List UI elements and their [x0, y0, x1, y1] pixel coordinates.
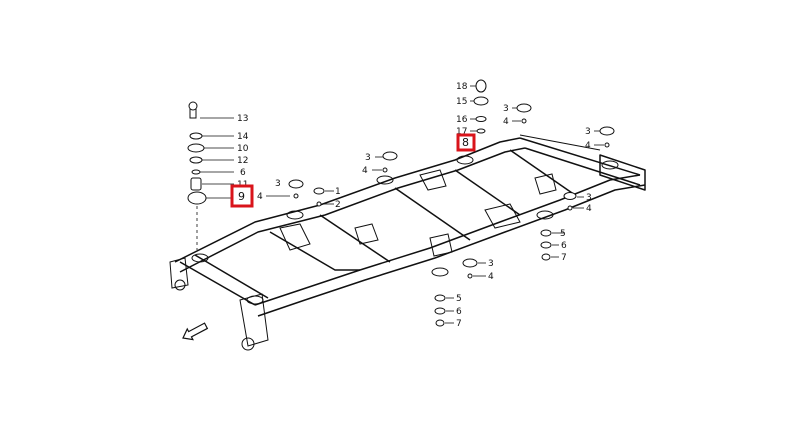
highlight-8-label: 8 — [462, 136, 469, 149]
callout-4: 4 — [586, 204, 592, 214]
callout-4: 4 — [585, 141, 591, 151]
callout-12: 12 — [237, 156, 248, 166]
callout-3: 3 — [503, 104, 509, 114]
highlight-callout-8[interactable]: 8 — [456, 133, 476, 152]
mount-parts-top-right — [470, 79, 615, 148]
highlight-9-label: 9 — [238, 190, 245, 203]
callout-3: 3 — [275, 179, 281, 189]
mount-parts-mid — [266, 151, 398, 207]
callout-1: 1 — [335, 187, 341, 197]
callout-4: 4 — [257, 192, 263, 202]
front-arrow-icon — [182, 322, 209, 341]
callout-3: 3 — [488, 259, 494, 269]
mount-parts-right — [434, 192, 584, 327]
chassis-frame — [169, 134, 646, 351]
callout-3: 3 — [585, 127, 591, 137]
callout-17: 17 — [456, 127, 467, 137]
callout-7: 7 — [456, 319, 462, 329]
callout-labels: 13 14 10 12 6 11 1 2 3 4 3 4 18 15 16 17… — [237, 82, 592, 329]
highlight-callout-9[interactable]: 9 — [230, 184, 254, 208]
callout-4: 4 — [503, 117, 509, 127]
callout-6: 6 — [240, 168, 246, 178]
callout-14: 14 — [237, 132, 249, 142]
callout-13: 13 — [237, 114, 248, 124]
mount-parts-left — [187, 101, 234, 250]
callout-3: 3 — [586, 193, 592, 203]
callout-3: 3 — [365, 153, 371, 163]
callout-18: 18 — [456, 82, 468, 92]
callout-5: 5 — [560, 229, 566, 239]
callout-16: 16 — [456, 115, 468, 125]
callout-10: 10 — [237, 144, 249, 154]
callout-6: 6 — [456, 307, 462, 317]
callout-6: 6 — [561, 241, 567, 251]
callout-2: 2 — [335, 200, 341, 210]
callout-4: 4 — [488, 272, 494, 282]
callout-4: 4 — [362, 166, 368, 176]
callout-15: 15 — [456, 97, 467, 107]
callout-7: 7 — [561, 253, 567, 263]
callout-5: 5 — [456, 294, 462, 304]
